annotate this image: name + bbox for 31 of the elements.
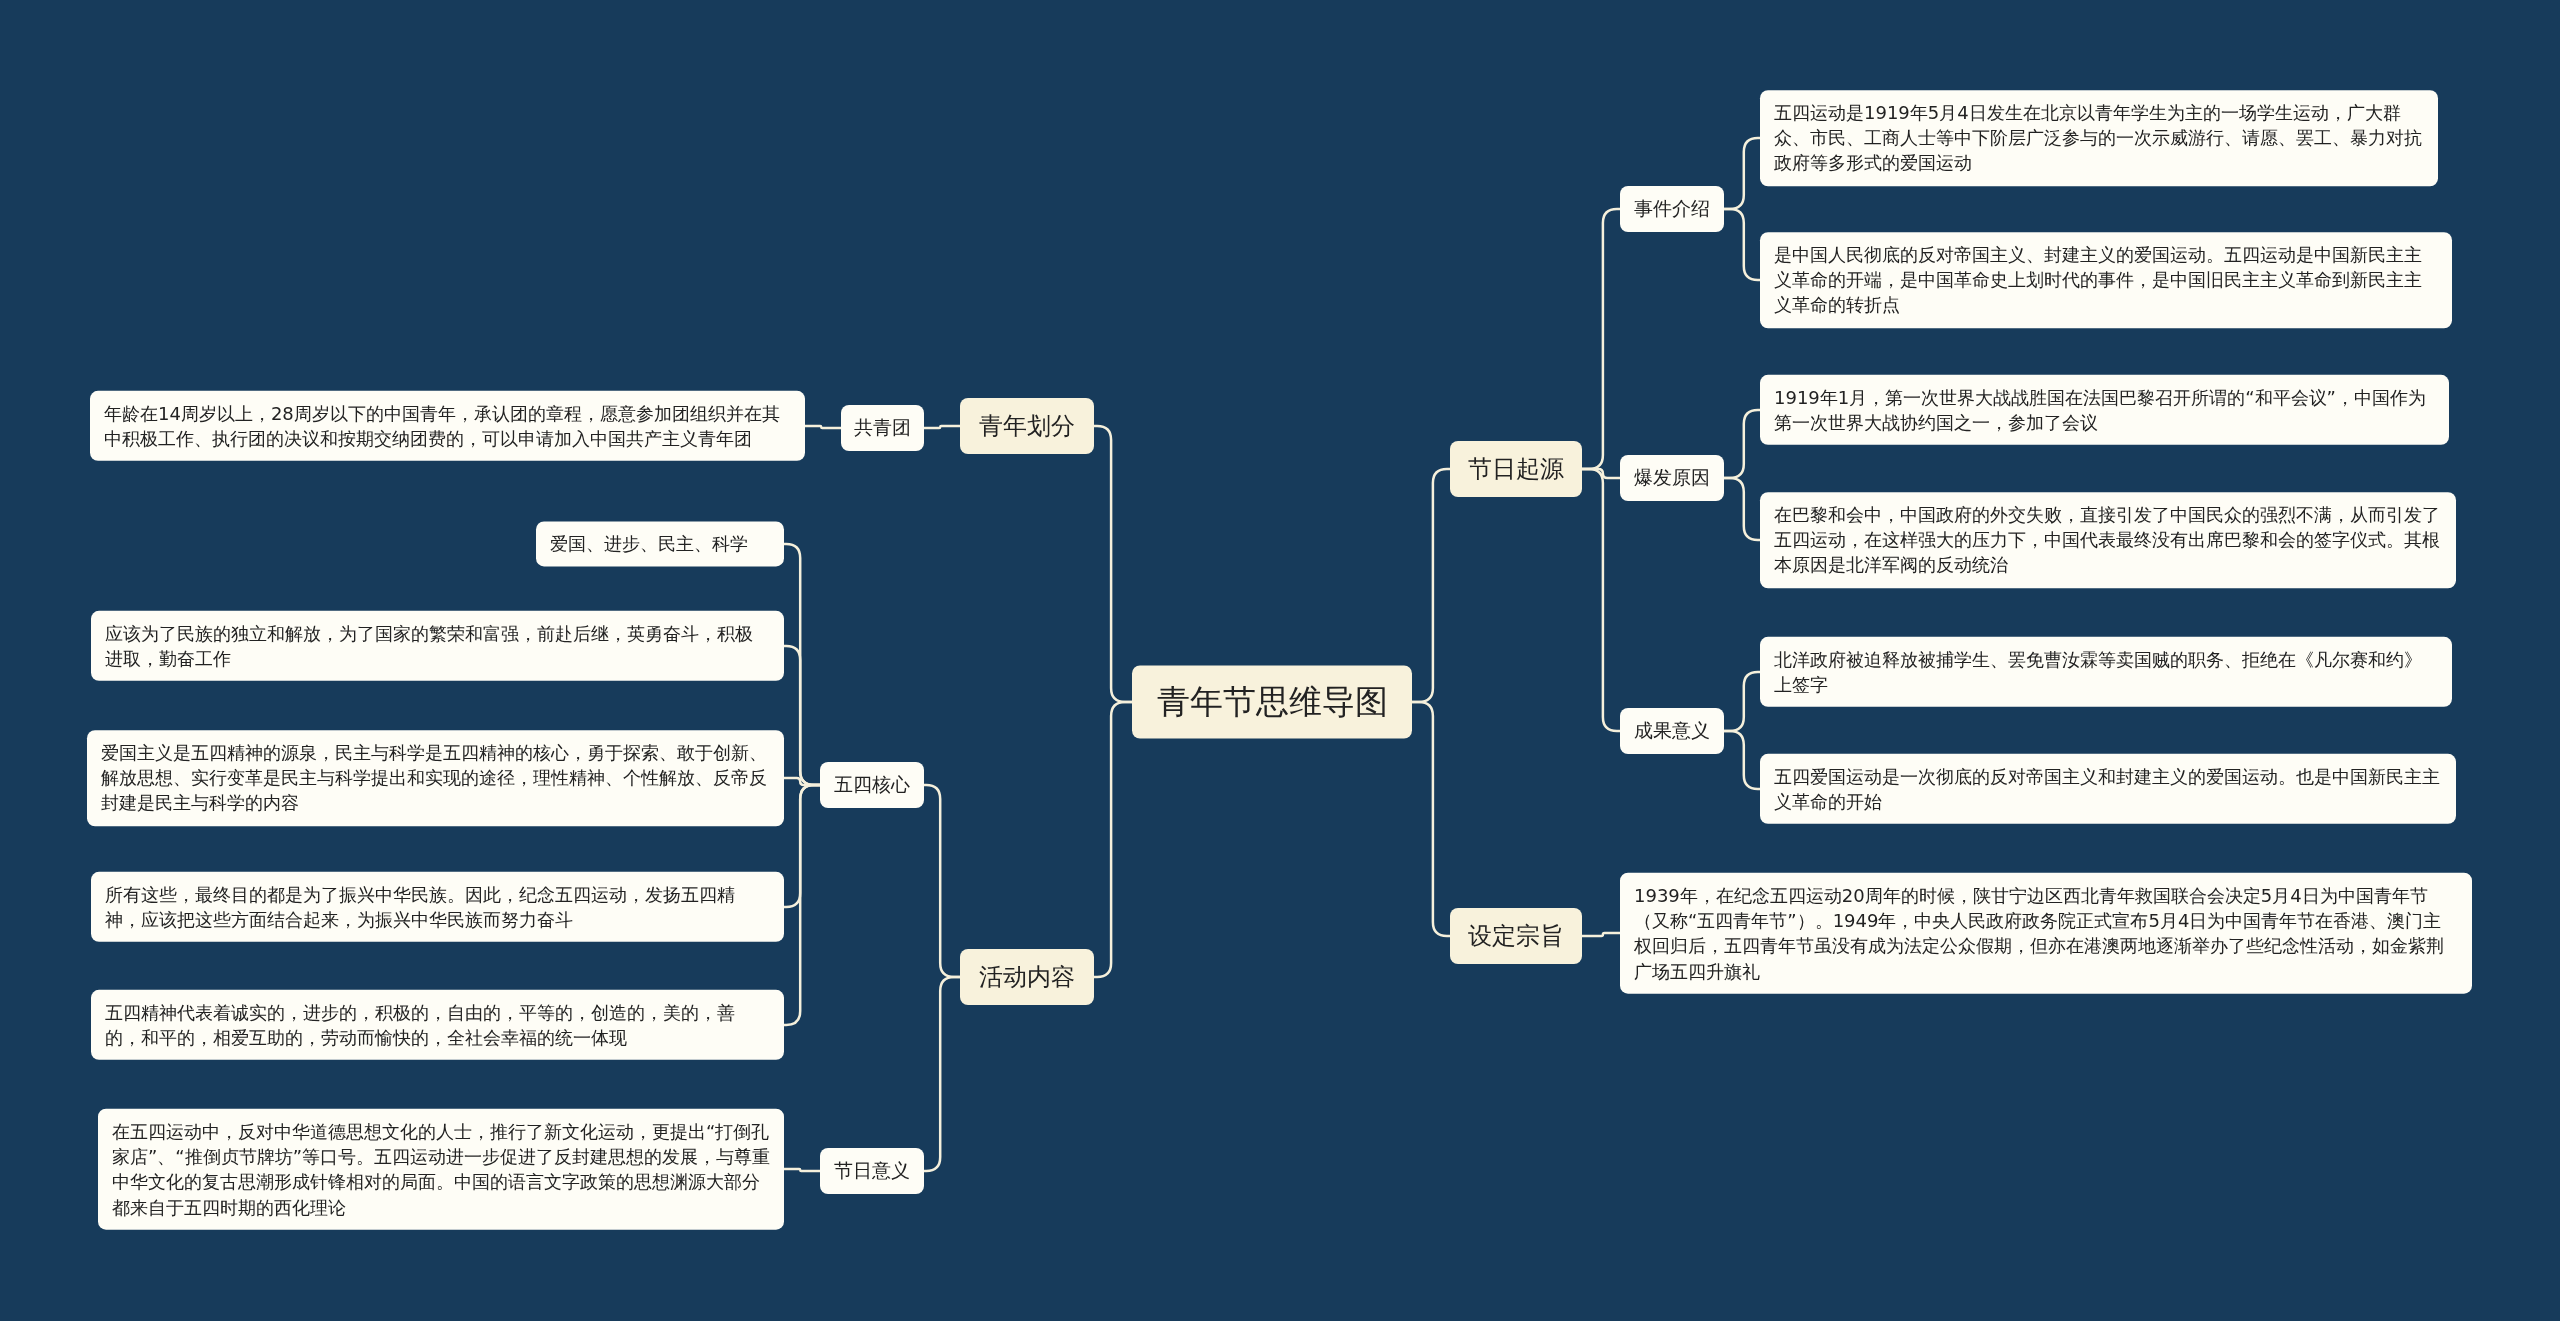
note-box: 在巴黎和会中，中国政府的外交失败，直接引发了中国民众的强烈不满，从而引发了五四运动，在这样强大的压力下，中国代表最终没有出席巴黎和会的签字仪式。其根本原因是北洋军阀的反动统治 [1760, 492, 2456, 588]
branch-topic: 设定宗旨 [1450, 908, 1582, 964]
subtopic-box: 共青团 [841, 405, 924, 451]
connector-line [784, 1167, 820, 1173]
note-box: 1939年，在纪念五四运动20周年的时候，陕甘宁边区西北青年救国联合会决定5月4日为中国青年节（又称“五四青年节”）。1949年，中央人民政府政务院正式宣布5月4日为中国青年节在香港、澳门主权回归后，五四青年节虽没有成为法定公众假期，但亦在港澳两地逐渐举办了些纪念性活动，如金紫荆广场五四升旗礼 [1620, 872, 2472, 994]
note-box: 年龄在14周岁以上，28周岁以下的中国青年，承认团的章程，愿意参加团组织并在其中积极工作、执行团的决议和按期交纳团费的，可以申请加入中国共产主义青年团 [90, 390, 805, 462]
branch-topic: 活动内容 [960, 949, 1094, 1005]
note-box: 五四精神代表着诚实的，进步的，积极的，自由的，平等的，创造的，美的，善的，和平的，相爱互助的，劳动而愉快的，全社会幸福的统一体现 [91, 989, 784, 1061]
connector-line [1582, 931, 1620, 938]
branch-topic: 节日起源 [1450, 441, 1582, 497]
note-box: 爱国、进步、民主、科学 [536, 521, 784, 567]
connector-line [784, 783, 820, 1027]
note-box: 五四运动是1919年5月4日发生在北京以青年学生为主的一场学生运动，广大群众、市民、工商人士等中下阶层广泛参与的一次示威游行、请愿、罢工、暴力对抗政府等多形式的爱国运动 [1760, 90, 2438, 186]
note-box: 爱国主义是五四精神的源泉，民主与科学是五四精神的核心，勇于探索、敢于创新、解放思想、实行变革是民主与科学提出和实现的途径，理性精神、个性解放、反帝反封建是民主与科学的内容 [87, 730, 784, 826]
subtopic-box: 节日意义 [820, 1148, 924, 1194]
subtopic-box: 成果意义 [1620, 708, 1724, 754]
note-box: 北洋政府被迫释放被捕学生、罢免曹汝霖等卖国贼的职务、拒绝在《凡尔赛和约》上签字 [1760, 636, 2452, 708]
note-box: 在五四运动中，反对中华道德思想文化的人士，推行了新文化运动，更提出“打倒孔家店”、“推倒贞节牌坊”等口号。五四运动进一步促进了反封建思想的发展，与尊重中华文化的复古思潮形成针锋相对的局面。中国的语言文字政策的思想渊源大部分都来自于五四时期的西化理论 [98, 1108, 784, 1230]
note-box: 五四爱国运动是一次彻底的反对帝国主义和封建主义的爱国运动。也是中国新民主主义革命的开始 [1760, 753, 2456, 825]
note-box: 应该为了民族的独立和解放，为了国家的繁荣和富强，前赴后继，英勇奋斗，积极进取，勤奋工作 [91, 610, 784, 682]
central-topic: 青年节思维导图 [1132, 665, 1412, 739]
branch-topic: 青年划分 [960, 398, 1094, 454]
subtopic-box: 五四核心 [820, 762, 924, 808]
note-box: 所有这些，最终目的都是为了振兴中华民族。因此，纪念五四运动，发扬五四精神，应该把这些方面结合起来，为振兴中华民族而努力奋斗 [91, 871, 784, 943]
note-box: 是中国人民彻底的反对帝国主义、封建主义的爱国运动。五四运动是中国新民主主义革命的开端，是中国革命史上划时代的事件，是中国旧民主主义革命到新民主主义革命的转折点 [1760, 232, 2452, 328]
connector-line [805, 424, 841, 430]
subtopic-box: 爆发原因 [1620, 455, 1724, 501]
note-box: 1919年1月，第一次世界大战战胜国在法国巴黎召开所谓的“和平会议”，中国作为第一次世界大战协约国之一，参加了会议 [1760, 374, 2449, 446]
connector-line [924, 424, 960, 430]
connector-line [924, 975, 960, 1173]
subtopic-box: 事件介绍 [1620, 186, 1724, 232]
